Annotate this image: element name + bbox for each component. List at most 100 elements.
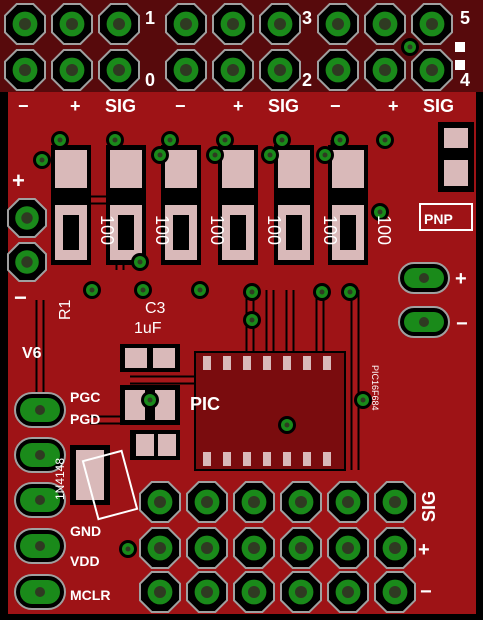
v6-label: V6 <box>22 345 42 362</box>
channel-number-4: 4 <box>460 70 470 90</box>
via <box>371 203 389 221</box>
pic-label: PIC <box>190 394 220 414</box>
left-pad-minus <box>7 242 47 282</box>
servo-pad-plus <box>139 527 181 569</box>
pnp-transistor <box>419 122 474 231</box>
servo-pad-plus <box>374 527 416 569</box>
prog-label-gnd: GND <box>70 523 101 539</box>
via <box>313 283 331 301</box>
servo-pad-sig <box>374 481 416 523</box>
diode-outline <box>70 445 139 521</box>
c3-pads <box>120 344 180 372</box>
header-pad-bottom <box>165 49 207 91</box>
header-pad-bottom <box>411 49 453 91</box>
pic-chip-pins <box>203 356 331 466</box>
via <box>341 283 359 301</box>
via <box>131 253 149 271</box>
power-plus-pad <box>398 262 450 294</box>
via <box>278 416 296 434</box>
servo-pad-sig <box>186 481 228 523</box>
via <box>119 540 137 558</box>
header-pad-bottom <box>212 49 254 91</box>
header-label-sig: SIG <box>268 96 299 116</box>
via <box>216 131 234 149</box>
prog-label-pgc: PGC <box>70 389 100 405</box>
header-pad-bottom <box>51 49 93 91</box>
resistor-1 <box>51 145 91 265</box>
bottom-label-sig: SIG <box>419 491 439 522</box>
servo-pad-plus <box>280 527 322 569</box>
header-label-plus: + <box>388 96 399 116</box>
servo-pad-minus <box>233 571 275 613</box>
servo-pad-sig <box>280 481 322 523</box>
header-pad-bottom <box>259 49 301 91</box>
header-pad-top <box>165 3 207 45</box>
bottom-label-plus: + <box>418 539 430 561</box>
via <box>261 146 279 164</box>
c3-value: 1uF <box>134 320 162 337</box>
header-pad-bottom <box>317 49 359 91</box>
resistor-value-4: 100 <box>264 215 284 245</box>
via <box>191 281 209 299</box>
resistor-4 <box>218 145 258 265</box>
via <box>161 131 179 149</box>
servo-pad-sig <box>139 481 181 523</box>
via <box>243 283 261 301</box>
channel-number-2: 2 <box>302 70 312 90</box>
resistor-value-6: 100 <box>374 215 394 245</box>
header-pad-top <box>364 3 406 45</box>
power-minus-pad <box>398 306 450 338</box>
resistor-value-5: 100 <box>320 215 340 245</box>
prog-pad-pgc <box>14 392 66 428</box>
resistor-3 <box>161 145 201 265</box>
via <box>401 38 419 56</box>
left-plus-label: + <box>12 168 25 193</box>
header-pad-top <box>259 3 301 45</box>
header-label-sig: SIG <box>105 96 136 116</box>
header-pad-top <box>51 3 93 45</box>
via <box>331 131 349 149</box>
prog-label-pgd: PGD <box>70 411 100 427</box>
bottom-label-minus: − <box>420 581 432 603</box>
via <box>206 146 224 164</box>
servo-pad-plus <box>327 527 369 569</box>
resistor-value-3: 100 <box>207 215 227 245</box>
header-pad-top <box>4 3 46 45</box>
servo-pad-minus <box>327 571 369 613</box>
servo-pad-sig <box>233 481 275 523</box>
header-label-minus: − <box>175 96 186 116</box>
header-label-plus: + <box>233 96 244 116</box>
prog-pad-gnd <box>14 482 66 518</box>
channel-number-3: 3 <box>302 8 312 28</box>
servo-pad-minus <box>374 571 416 613</box>
v6-regulator-pads <box>120 385 180 460</box>
servo-pad-minus <box>186 571 228 613</box>
via <box>151 146 169 164</box>
resistor-6 <box>328 145 368 265</box>
header-label-sig: SIG <box>423 96 454 116</box>
header-pad-bottom <box>364 49 406 91</box>
pnp-label: PNP <box>424 211 453 227</box>
r1-label: R1 <box>57 299 74 320</box>
left-pad-plus <box>7 198 47 238</box>
prog-pad-mclr <box>14 574 66 610</box>
corner-pad <box>455 42 465 52</box>
servo-pad-minus <box>280 571 322 613</box>
prog-label-mclr: MCLR <box>70 587 110 603</box>
via <box>354 391 372 409</box>
via <box>273 131 291 149</box>
servo-pad-plus <box>186 527 228 569</box>
servo-pad-plus <box>233 527 275 569</box>
corner-pad <box>455 60 465 70</box>
header-pad-top <box>317 3 359 45</box>
via <box>376 131 394 149</box>
prog-pad-pgd <box>14 437 66 473</box>
header-pad-bottom <box>4 49 46 91</box>
prog-pad-vdd <box>14 528 66 564</box>
header-pad-bottom <box>98 49 140 91</box>
left-minus-label: − <box>14 285 27 310</box>
via <box>316 146 334 164</box>
resistor-value-2: 100 <box>152 215 172 245</box>
